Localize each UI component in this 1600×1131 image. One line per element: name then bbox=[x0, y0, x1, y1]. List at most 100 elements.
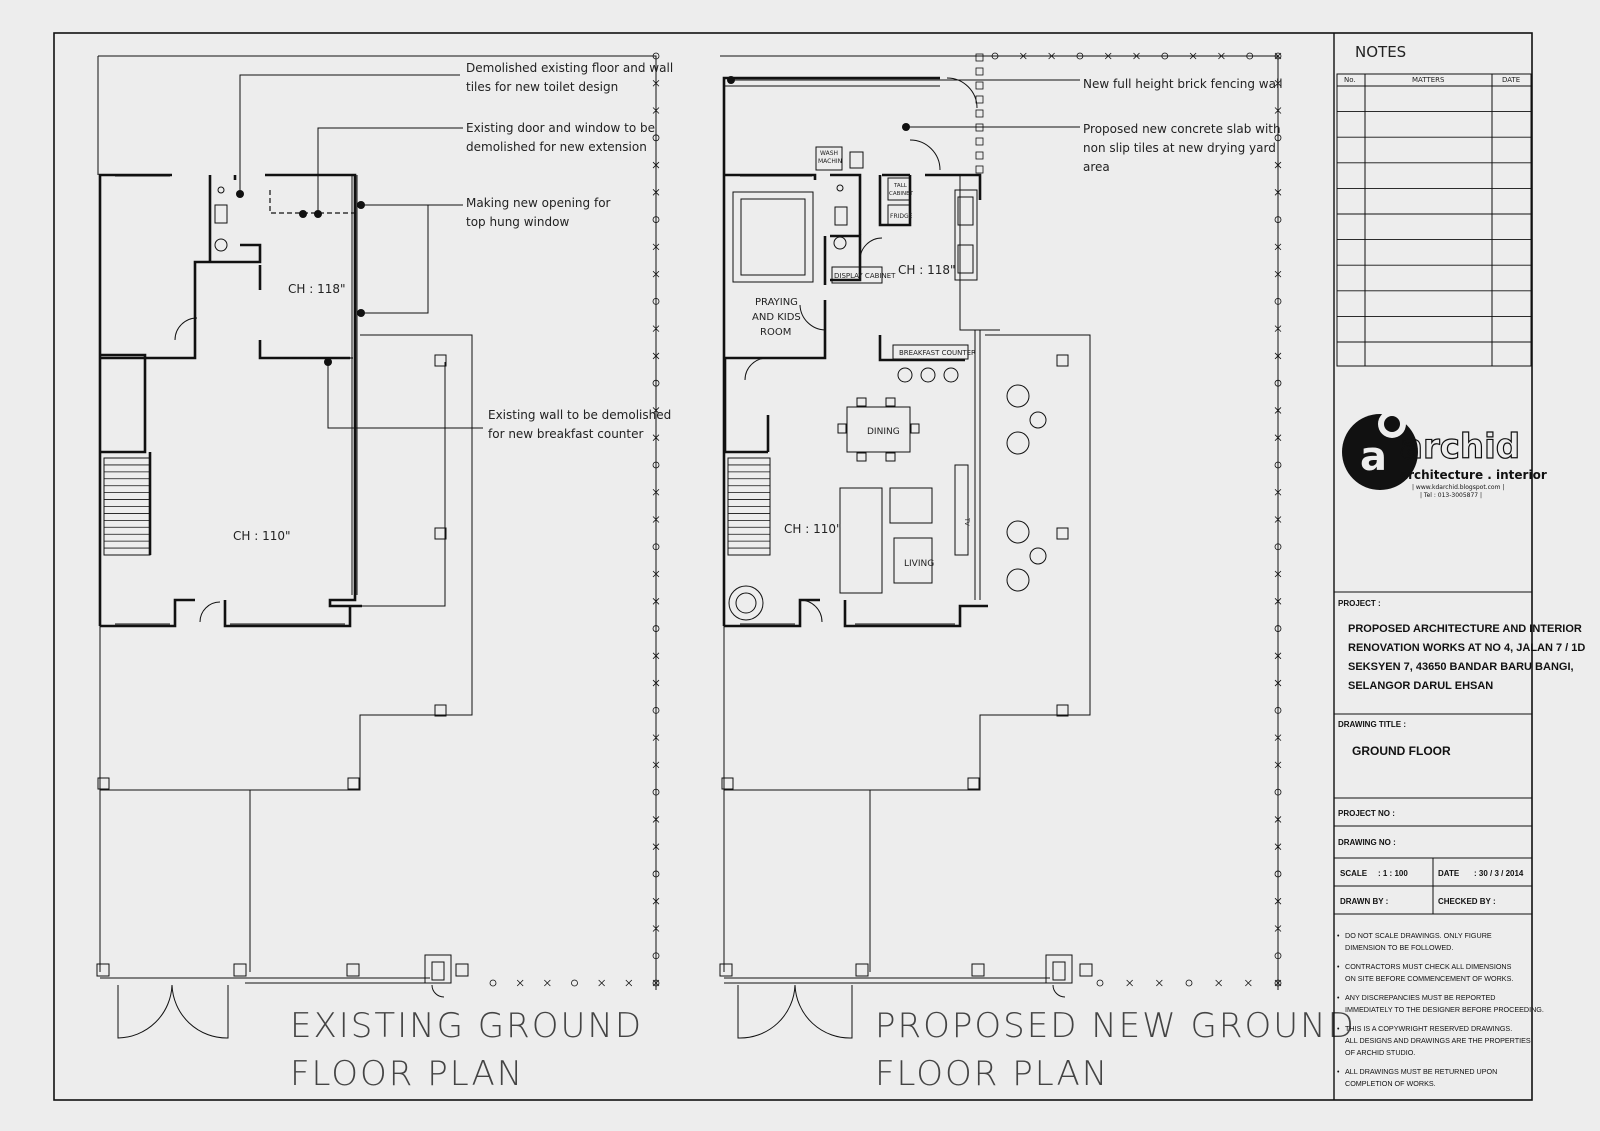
project-line-1: PROPOSED ARCHITECTURE AND INTERIOR bbox=[1348, 623, 1582, 635]
boundary-cross bbox=[1274, 407, 1282, 414]
boundary-cross bbox=[1274, 325, 1282, 332]
boundary-post bbox=[652, 979, 660, 987]
general-note-line: DIMENSION TO BE FOLLOWED. bbox=[1345, 943, 1453, 952]
boundary-cross bbox=[652, 816, 660, 823]
fence-post bbox=[975, 53, 984, 62]
checked-by-label: CHECKED BY : bbox=[1438, 897, 1496, 906]
existing-ceiling-lower: CH : 110" bbox=[233, 529, 291, 543]
fence-posts bbox=[975, 53, 984, 174]
scale-label: SCALE bbox=[1340, 869, 1368, 878]
existing-ceiling-upper: CH : 118" bbox=[288, 282, 346, 296]
existing-annotation-1: Demolished existing floor and wall bbox=[466, 61, 673, 75]
proposed-annotation-1: New full height brick fencing wall bbox=[1083, 77, 1283, 91]
boundary-cross bbox=[652, 734, 660, 741]
general-note-bullet: • bbox=[1337, 995, 1340, 1002]
archid-logo: a archid architecture . interior | www.k… bbox=[1342, 410, 1547, 499]
general-note-bullet: • bbox=[1337, 933, 1340, 940]
boundary-cross bbox=[1274, 270, 1282, 278]
boundary-cross bbox=[652, 652, 660, 660]
drawing-title-label: DRAWING TITLE : bbox=[1338, 720, 1406, 729]
general-note-line: IMMEDIATELY TO THE DESIGNER BEFORE PROCE… bbox=[1345, 1005, 1544, 1014]
boundary-cross bbox=[1274, 598, 1282, 605]
existing-annotation-3b: top hung window bbox=[466, 215, 569, 229]
proposed-ceiling-upper: CH : 118" bbox=[898, 263, 956, 277]
boundary-cross bbox=[652, 325, 660, 332]
boundary-cross bbox=[1156, 979, 1163, 987]
existing-plan-title: EXISTING GROUND bbox=[290, 1006, 643, 1046]
boundary-cross bbox=[652, 570, 660, 578]
boundary-cross bbox=[1245, 979, 1252, 987]
proposed-annotation-2: Proposed new concrete slab with bbox=[1083, 122, 1281, 136]
boundary-cross bbox=[1274, 761, 1282, 769]
boundary-cross bbox=[1189, 52, 1197, 60]
project-no-label: PROJECT NO : bbox=[1338, 809, 1395, 818]
title-block: NOTES No. MATTERS DATE a archid architec… bbox=[1333, 33, 1585, 1100]
fence-post bbox=[975, 151, 984, 160]
boundary-cross bbox=[1274, 79, 1282, 87]
boundary-post bbox=[652, 952, 660, 960]
general-note-bullet: • bbox=[1337, 1026, 1340, 1033]
boundary-post bbox=[1185, 979, 1193, 987]
sheet-border bbox=[53, 32, 1533, 1101]
existing-annotation-3: Making new opening for bbox=[466, 196, 611, 210]
existing-plan-title-2: FLOOR PLAN bbox=[290, 1054, 524, 1094]
boundary-cross bbox=[652, 679, 660, 687]
boundary-cross bbox=[598, 979, 605, 987]
boundary-post bbox=[1274, 870, 1282, 878]
general-note-bullet: • bbox=[1337, 1069, 1340, 1076]
general-note-line: DO NOT SCALE DRAWINGS. ONLY FIGURE bbox=[1345, 931, 1492, 940]
boundary-post bbox=[652, 297, 660, 305]
boundary-cross bbox=[652, 598, 660, 605]
boundary-post bbox=[1274, 297, 1282, 305]
existing-annotation-2b: demolished for new extension bbox=[466, 140, 647, 154]
existing-annotation-2: Existing door and window to be bbox=[466, 121, 655, 135]
room-living: LIVING bbox=[904, 559, 934, 569]
boundary-cross bbox=[1274, 107, 1282, 114]
boundary-post bbox=[1274, 625, 1282, 632]
label-display-cabinet: DISPLAY CABINET bbox=[834, 272, 896, 280]
fence-post bbox=[975, 67, 984, 76]
boundary-cross bbox=[1274, 734, 1282, 741]
boundary-post bbox=[1274, 52, 1282, 60]
notes-col-date: DATE bbox=[1502, 76, 1520, 84]
general-note-line: ALL DESIGNS AND DRAWINGS ARE THE PROPERT… bbox=[1345, 1036, 1531, 1045]
general-note-bullet: • bbox=[1337, 964, 1340, 971]
boundary-post bbox=[571, 979, 578, 987]
boundary-cross bbox=[652, 270, 660, 278]
boundary-post bbox=[1274, 134, 1282, 142]
logo-website: | www.kdarchid.blogspot.com | bbox=[1412, 484, 1504, 491]
room-dining: DINING bbox=[867, 427, 900, 437]
boundary-cross bbox=[652, 843, 660, 850]
boundary-cross bbox=[1274, 488, 1282, 496]
boundary-post bbox=[1274, 706, 1282, 714]
boundary-cross bbox=[1215, 979, 1222, 987]
boundary-post bbox=[489, 979, 497, 987]
proposed-plan-title: PROPOSED NEW GROUND bbox=[875, 1006, 1356, 1046]
boundary-post bbox=[652, 870, 660, 878]
boundary-cross bbox=[1274, 897, 1282, 905]
boundary-post bbox=[652, 134, 660, 142]
boundary-post bbox=[1096, 979, 1104, 987]
boundary-cross bbox=[652, 161, 660, 169]
existing-annotation-4: Existing wall to be demolished bbox=[488, 408, 671, 422]
boundary-cross bbox=[1104, 52, 1112, 60]
boundary-cross bbox=[652, 516, 660, 523]
boundary-post bbox=[652, 543, 660, 551]
general-note-line: OF ARCHID STUDIO. bbox=[1345, 1048, 1415, 1057]
logo-brand: archid bbox=[1400, 427, 1520, 467]
boundary-cross bbox=[1020, 52, 1027, 60]
boundary-cross bbox=[1274, 816, 1282, 823]
boundary-cross bbox=[1274, 925, 1282, 932]
boundary-cross bbox=[652, 352, 660, 360]
fence-post bbox=[975, 165, 984, 174]
general-note-line: ON SITE BEFORE COMMENCEMENT OF WORKS. bbox=[1345, 974, 1513, 983]
boundary-post bbox=[652, 788, 660, 796]
label-wash-1: WASH bbox=[820, 150, 838, 157]
fence-post bbox=[975, 109, 984, 118]
boundary-cross bbox=[1274, 189, 1282, 196]
boundary-markers bbox=[489, 52, 660, 987]
boundary-post bbox=[1076, 52, 1084, 60]
boundary-post bbox=[1274, 979, 1282, 987]
proposed-plan-title-2: FLOOR PLAN bbox=[875, 1054, 1109, 1094]
